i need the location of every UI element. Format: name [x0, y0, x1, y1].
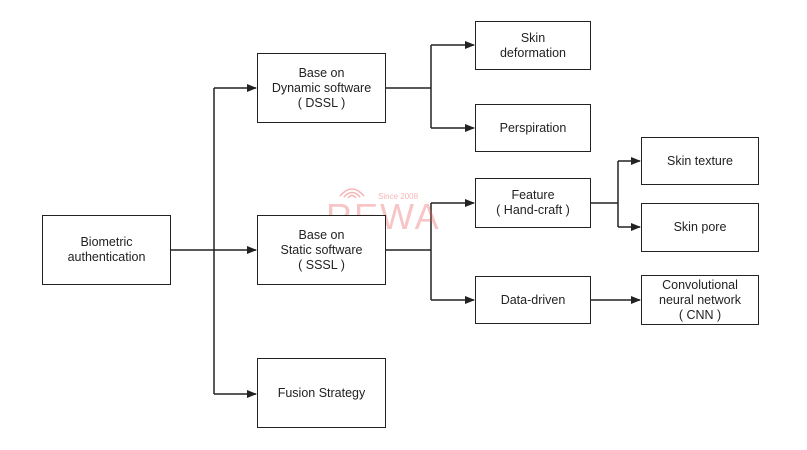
node-label-line: Skin pore	[673, 220, 727, 234]
node-label-line: ( SSSL )	[298, 257, 345, 272]
node-label-line: ( CNN )	[678, 307, 722, 322]
node-label-line: Skin texture	[666, 153, 733, 168]
node-label-line: ( Hand-craft )	[496, 203, 570, 217]
node-label-line: Biometric	[80, 235, 133, 249]
node-label-line: deformation	[499, 45, 566, 60]
node-skin-pore: Skin pore	[641, 203, 759, 252]
node-label-line: Skin	[520, 30, 546, 45]
node-sssl: Base on Static software ( SSSL )	[257, 215, 386, 285]
node-skin-texture: Skin texture	[641, 137, 759, 185]
node-label-line: Dynamic software	[271, 80, 372, 95]
node-label-line: Convolutional	[662, 277, 738, 292]
node-label-line: Perspiration	[499, 120, 567, 135]
node-perspiration: Perspiration	[475, 104, 591, 152]
node-data-driven: Data-driven	[475, 276, 591, 324]
node-label-line: authentication	[67, 250, 146, 264]
node-label-line: ( DSSL )	[297, 95, 346, 110]
node-label-line: Base on	[298, 65, 345, 80]
node-label-line: Base on	[298, 227, 345, 242]
node-label-line: Fusion Strategy	[277, 385, 366, 400]
node-label-line: neural network	[659, 292, 741, 307]
node-feature-hand-craft: Feature ( Hand-craft )	[475, 178, 591, 228]
node-skin-deformation: Skin deformation	[475, 21, 591, 70]
node-cnn: Convolutional neural network ( CNN )	[641, 275, 759, 325]
node-label-line: Data-driven	[500, 292, 566, 307]
node-label-line: Feature	[511, 188, 555, 202]
node-dssl: Base on Dynamic software ( DSSL )	[257, 53, 386, 123]
node-biometric-authentication: Biometric authentication	[42, 215, 171, 285]
node-label-line: Static software	[280, 242, 363, 257]
node-fusion-strategy: Fusion Strategy	[257, 358, 386, 428]
